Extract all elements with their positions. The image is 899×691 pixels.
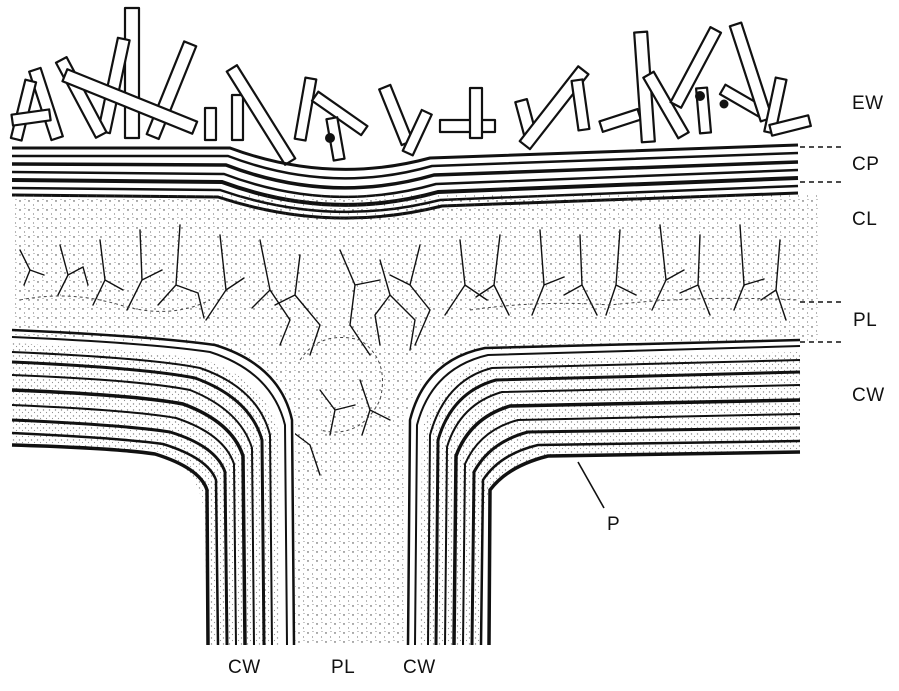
label-cw-right: CW: [852, 385, 885, 407]
label-cp: CP: [852, 154, 879, 176]
label-cl: CL: [852, 209, 877, 231]
label-cw-bottom-right: CW: [403, 657, 436, 679]
label-cw-bottom-left: CW: [228, 657, 261, 679]
label-ew: EW: [852, 93, 884, 115]
label-pl-right: PL: [853, 310, 877, 332]
cell-wall-left: [12, 343, 280, 645]
epicuticular-wax-layer: [11, 8, 811, 165]
label-p: P: [607, 514, 620, 536]
p-leader-line: [578, 462, 604, 508]
label-pl-bottom: PL: [331, 657, 355, 679]
cell-wall-right: [420, 352, 800, 645]
